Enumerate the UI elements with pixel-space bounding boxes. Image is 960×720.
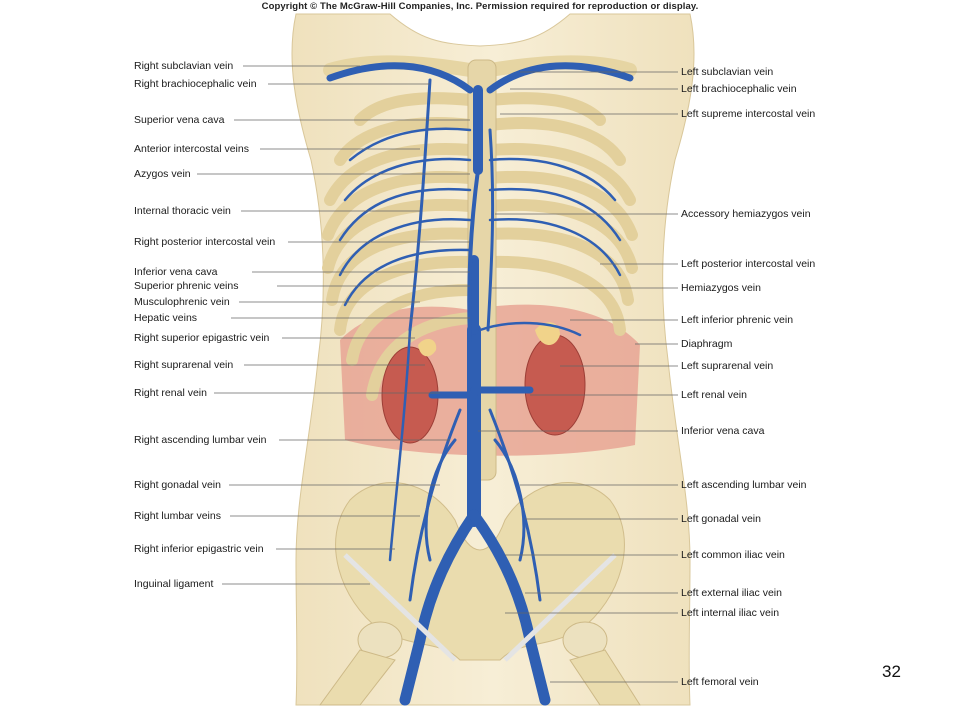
label-left-renal-vein: Left renal vein [681,389,747,401]
ribcage-right [322,92,476,401]
label-left-inferior-phrenic-vein: Left inferior phrenic vein [681,314,794,326]
label-right-renal-vein: Right renal vein [134,387,207,399]
femur-left [569,649,641,706]
label-left-common-iliac-vein: Left common iliac vein [681,549,785,561]
venous-system [326,62,634,706]
label-right-subclavian-vein: Right subclavian vein [134,60,234,72]
copyright-notice: Copyright © The McGraw-Hill Companies, I… [261,1,699,12]
label-inguinal-ligament: Inguinal ligament [134,578,214,590]
label-left-supreme-intercostal-vein: Left supreme intercostal vein [681,108,816,120]
label-azygos-vein: Azygos vein [134,168,191,180]
label-inferior-vena-cava-right: Inferior vena cava [681,425,765,437]
label-left-femoral-vein: Left femoral vein [681,676,759,688]
label-inferior-vena-cava-left: Inferior vena cava [134,266,218,278]
label-right-gonadal-vein: Right gonadal vein [134,479,221,491]
page-number: 32 [882,662,901,681]
label-anterior-intercostal-veins: Anterior intercostal veins [134,143,249,155]
adrenal-left [535,322,560,346]
inguinal-ligaments [343,553,617,662]
label-diaphragm: Diaphragm [681,338,733,350]
femur-right [319,649,396,706]
label-accessory-hemiazygos-vein: Accessory hemiazygos vein [681,208,811,220]
label-musculophrenic-vein: Musculophrenic vein [134,296,230,308]
label-left-brachiocephalic-vein: Left brachiocephalic vein [681,83,797,95]
kidney-left [524,334,586,436]
label-left-ascending-lumbar-vein: Left ascending lumbar vein [681,479,807,491]
label-superior-phrenic-veins: Superior phrenic veins [134,280,239,292]
label-left-subclavian-vein: Left subclavian vein [681,66,774,78]
label-left-suprarenal-vein: Left suprarenal vein [681,360,774,372]
label-left-external-iliac-vein: Left external iliac vein [681,587,782,599]
label-internal-thoracic-vein: Internal thoracic vein [134,205,231,217]
label-right-superior-epigastric-vein: Right superior epigastric vein [134,332,270,344]
label-superior-vena-cava: Superior vena cava [134,114,225,126]
label-right-inferior-epigastric-vein: Right inferior epigastric vein [134,543,264,555]
label-right-ascending-lumbar-vein: Right ascending lumbar vein [134,434,267,446]
ribcage-left [484,92,638,336]
leader-lines [197,65,678,683]
adrenal-right [418,338,437,357]
label-left-internal-iliac-vein: Left internal iliac vein [681,607,780,619]
label-left-posterior-intercostal-vein: Left posterior intercostal vein [681,258,816,270]
label-left-gonadal-vein: Left gonadal vein [681,513,761,525]
label-hepatic-veins: Hepatic veins [134,312,198,324]
label-right-suprarenal-vein: Right suprarenal vein [134,359,234,371]
label-right-brachiocephalic-vein: Right brachiocephalic vein [134,78,257,90]
label-right-lumbar-veins: Right lumbar veins [134,510,221,522]
label-hemiazygos-vein: Hemiazygos vein [681,282,761,294]
label-right-posterior-intercostal-vein: Right posterior intercostal vein [134,236,276,248]
